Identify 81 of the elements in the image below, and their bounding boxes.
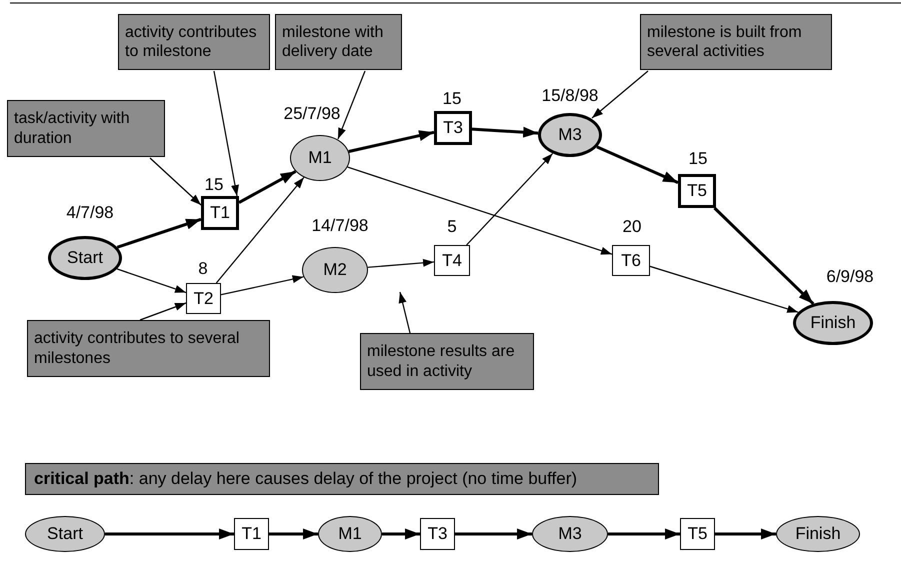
- date-or-duration-label: 6/9/98: [826, 267, 874, 287]
- milestone-label: Finish: [795, 524, 841, 544]
- milestone-ellipse: [48, 236, 122, 280]
- arrow: [116, 268, 186, 294]
- callout-box: [7, 100, 165, 157]
- callout-box: [275, 14, 402, 70]
- date-or-duration-label: 20: [622, 217, 642, 237]
- callout-box: [360, 333, 534, 390]
- callout-text: milestone is built from several activities: [647, 22, 803, 62]
- callout-text: milestone results are used in activity: [367, 342, 516, 381]
- callout-box: [640, 14, 832, 70]
- callout-box: [27, 320, 270, 377]
- milestone-label: Start: [47, 524, 83, 544]
- arrow: [608, 528, 680, 540]
- date-or-duration-label: 14/7/98: [312, 216, 368, 236]
- task-box: [234, 518, 269, 550]
- arrow: [348, 130, 434, 153]
- arrow: [238, 170, 296, 204]
- milestone-ellipse: [793, 301, 873, 345]
- note-text: critical path: any delay here causes delay of the project (no time buffer): [34, 469, 578, 489]
- task-box: [186, 283, 221, 314]
- milestone-ellipse: [538, 113, 602, 157]
- date-or-duration-label: 15: [688, 149, 708, 169]
- arrow: [713, 206, 814, 305]
- arrow: [216, 177, 304, 284]
- leader-arrow: [337, 70, 366, 140]
- callout-text: activity contributes to several milestones: [34, 329, 240, 368]
- task-label: T1: [242, 524, 262, 544]
- arrow: [347, 166, 612, 255]
- leader-arrow: [150, 158, 202, 206]
- milestone-label: M3: [558, 524, 582, 544]
- arrow: [596, 146, 679, 184]
- task-label: T5: [687, 181, 707, 201]
- arrow: [116, 218, 202, 249]
- date-or-duration-label: 15: [442, 89, 462, 109]
- callout-box: [118, 14, 270, 70]
- milestone-label: Start: [67, 248, 103, 268]
- leader-arrow: [592, 70, 648, 118]
- leader-arrow: [140, 302, 186, 321]
- task-label: T1: [210, 203, 230, 223]
- task-label: T3: [428, 524, 448, 544]
- task-box: [201, 196, 239, 230]
- task-label: T6: [621, 250, 641, 270]
- task-label: T5: [688, 524, 708, 544]
- date-or-duration-label: 5: [447, 217, 457, 237]
- milestone-label: M2: [323, 260, 347, 280]
- date-or-duration-label: 4/7/98: [66, 203, 114, 223]
- milestone-ellipse: [290, 135, 350, 181]
- task-label: T4: [442, 250, 462, 270]
- date-or-duration-label: 15: [204, 175, 224, 195]
- task-box: [434, 111, 472, 145]
- milestone-label: M1: [308, 148, 332, 168]
- date-or-duration-label: 25/7/98: [284, 104, 340, 124]
- arrow: [368, 258, 434, 268]
- arrow: [105, 528, 234, 540]
- arrow: [269, 528, 318, 540]
- arrow: [650, 266, 798, 313]
- task-label: T2: [194, 288, 214, 308]
- arrow: [466, 153, 554, 246]
- milestone-label: M3: [558, 125, 582, 145]
- arrow: [472, 126, 538, 138]
- callout-text: activity contributes to milestone: [125, 22, 258, 62]
- note-box: [25, 463, 659, 495]
- milestone-label: Finish: [810, 313, 856, 333]
- leader-arrow: [213, 70, 239, 196]
- arrow: [220, 275, 304, 296]
- callout-text: task/activity with duration: [14, 109, 131, 148]
- task-label: T3: [443, 118, 463, 138]
- arrow: [715, 528, 776, 540]
- task-box: [434, 245, 470, 276]
- arrow: [455, 528, 532, 540]
- task-box: [420, 518, 455, 550]
- date-or-duration-label: 8: [198, 259, 208, 279]
- leader-arrow: [398, 292, 411, 334]
- date-or-duration-label: 15/8/98: [542, 86, 598, 106]
- task-box: [680, 518, 715, 550]
- task-box: [612, 245, 650, 276]
- arrow: [382, 528, 420, 540]
- task-box: [678, 174, 716, 208]
- callout-text: milestone with delivery date: [282, 22, 384, 62]
- milestone-label: M1: [338, 524, 362, 544]
